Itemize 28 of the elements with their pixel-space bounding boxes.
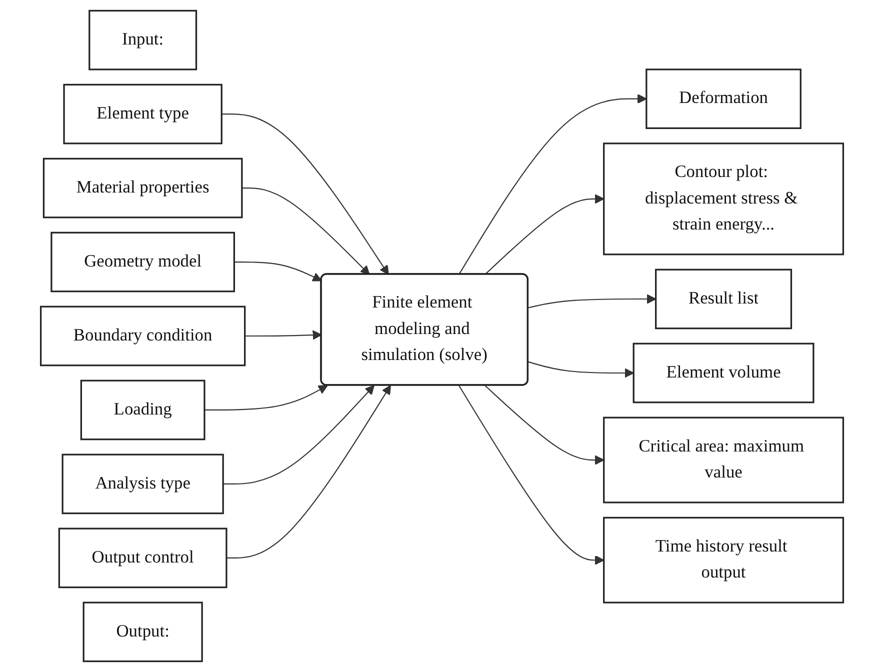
- arrow: [528, 361, 634, 378]
- node-box: Input:: [88, 10, 198, 70]
- node-box: Contour plot: displacement stress & strain energy...: [603, 142, 844, 256]
- node-box: Time history result output: [603, 516, 844, 604]
- node-box: Result list: [655, 268, 792, 330]
- node-box: Element volume: [632, 342, 814, 404]
- arrow: [244, 330, 322, 340]
- node-box: Output control: [58, 528, 228, 588]
- arrow: [223, 385, 375, 484]
- arrow: [222, 114, 389, 275]
- node-box: Analysis type: [62, 454, 224, 514]
- arrow: [234, 261, 322, 282]
- node-box: Geometry model: [50, 232, 235, 292]
- node-box: Deformation: [646, 68, 802, 130]
- node-box: Critical area: maximum value: [603, 416, 844, 504]
- node-box: Loading: [80, 380, 206, 440]
- arrow: [242, 188, 370, 275]
- arrow: [226, 385, 391, 558]
- arrow: [458, 385, 604, 565]
- arrow: [528, 294, 656, 308]
- arrow: [484, 194, 604, 275]
- node-box: Output:: [82, 602, 203, 662]
- arrow: [204, 385, 328, 411]
- node-box: Material properties: [42, 158, 243, 218]
- arrow: [484, 385, 604, 465]
- node-box: Boundary condition: [40, 306, 246, 366]
- arrow: [458, 94, 647, 275]
- node-box: Element type: [63, 84, 222, 144]
